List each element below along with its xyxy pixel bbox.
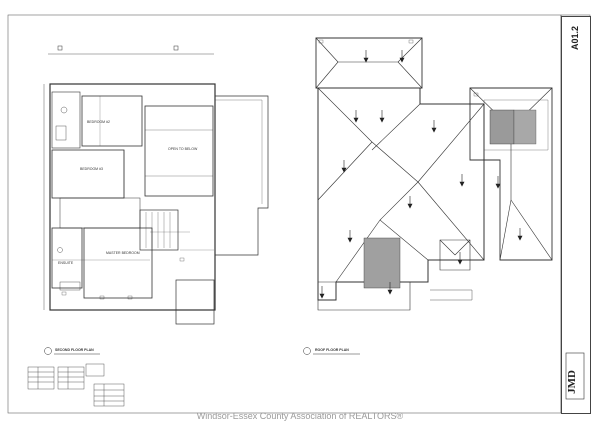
- title-block: [561, 16, 591, 414]
- room-label-bedroom-2: BEDROOM #2: [87, 120, 110, 124]
- room-label-master-bedroom: MASTER BEDROOM: [106, 251, 140, 255]
- logo-text: JMD: [566, 370, 578, 394]
- hatched-area-left: [363, 237, 401, 289]
- hatched-area-right: [489, 109, 515, 145]
- second-floor-plan-drawing: [43, 45, 269, 355]
- jmd-logo: JMD: [565, 352, 585, 400]
- sheet-number: A01.2: [570, 25, 580, 51]
- watermark-text: Windsor-Essex County Association of REAL…: [196, 411, 404, 421]
- room-label-open-to-below: OPEN TO BELOW: [168, 147, 198, 151]
- room-label-ensuite: ENSUITE: [58, 261, 74, 265]
- schedule-tables: [27, 363, 125, 407]
- slope-arrows: [319, 50, 523, 299]
- caption-second-floor-plan: SECOND FLOOR PLAN: [55, 348, 94, 352]
- room-label-bedroom-3: BEDROOM #3: [80, 167, 103, 171]
- roof-plan-drawing: [303, 37, 553, 355]
- caption-roof-plan: ROOF FLOOR PLAN: [315, 348, 349, 352]
